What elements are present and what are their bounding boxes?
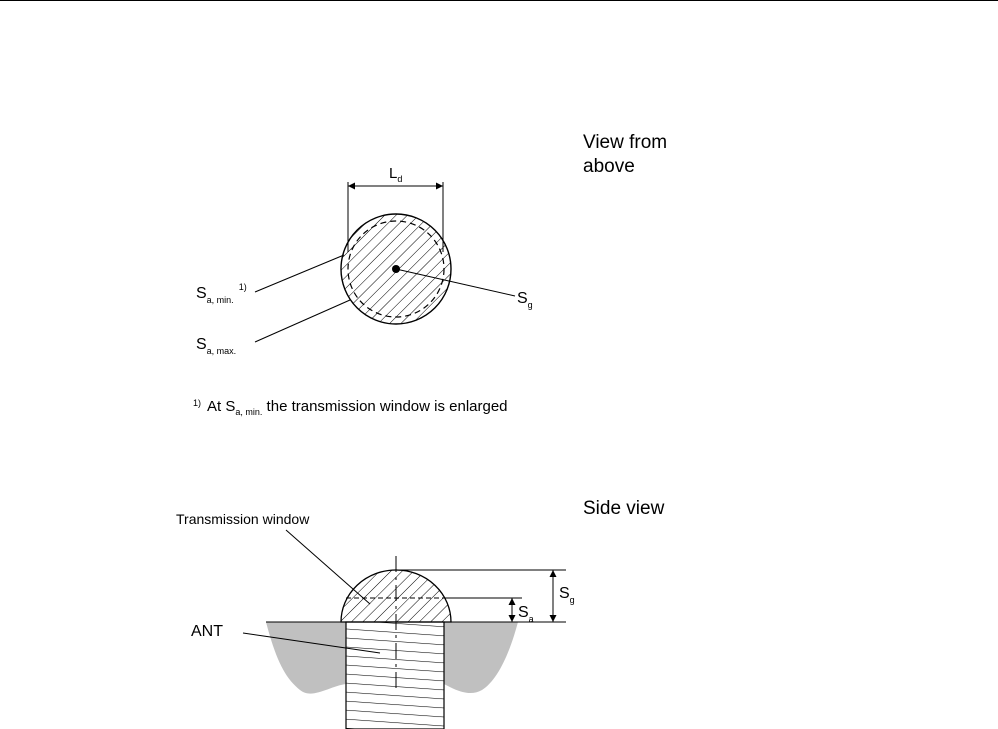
leader-transmission-window: [286, 530, 370, 604]
side-view: Sg Sa Transmission window ANT: [176, 511, 575, 729]
label-sa-max: Sa, max.: [196, 336, 236, 356]
ground-left: [266, 622, 346, 694]
label-ant: ANT: [191, 623, 223, 640]
leader-sa-min: [255, 255, 344, 292]
label-transmission-window: Transmission window: [176, 511, 310, 527]
footnote: 1)At Sa, min. the transmission window is…: [193, 398, 508, 417]
label-sa-min: Sa, min.1): [196, 282, 247, 305]
label-sg-top: Sg: [517, 290, 533, 310]
label-sa-side: Sa: [518, 604, 534, 624]
label-ld: Ld: [389, 165, 402, 184]
top-view: Ld Sa, min.1) Sa, max. Sg: [196, 165, 533, 356]
antenna-body: [346, 622, 444, 729]
ground-right: [444, 622, 518, 693]
leader-sa-max: [255, 300, 350, 342]
label-sg-side: Sg: [559, 585, 575, 605]
